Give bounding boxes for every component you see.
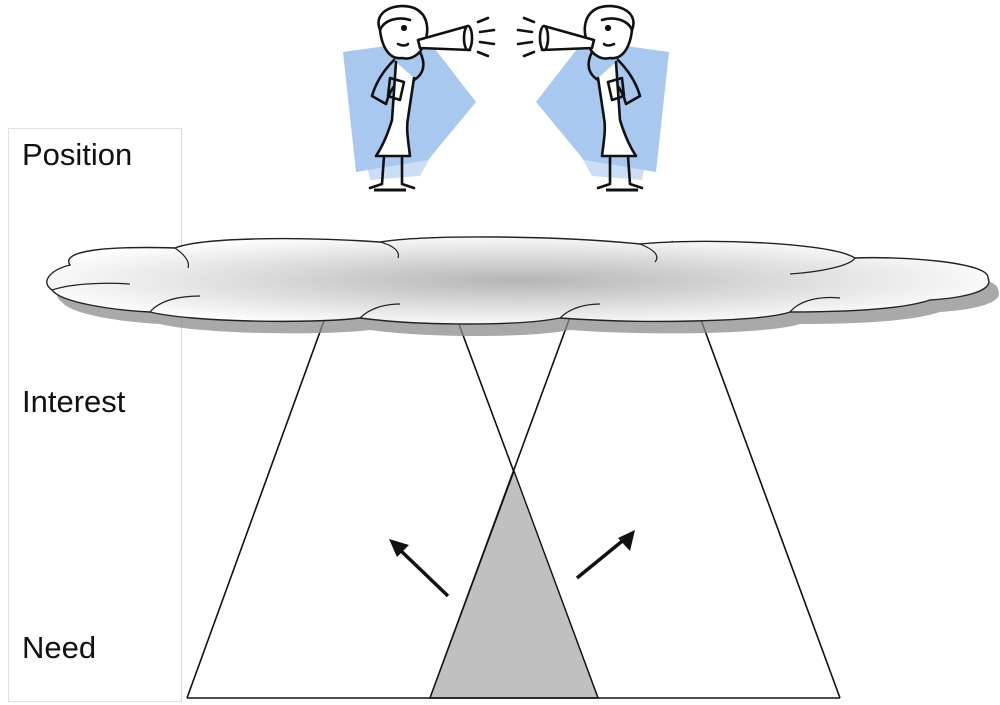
person-with-megaphone-right-icon <box>516 4 669 192</box>
level-label-panel <box>8 128 182 702</box>
level-label-interest: Interest <box>22 384 126 419</box>
arrow-up-left-icon <box>389 539 450 598</box>
cloud-icon <box>46 236 999 336</box>
level-label-need: Need <box>22 630 97 665</box>
arrow-up-right-icon <box>575 530 635 580</box>
level-label-position: Position <box>22 137 133 172</box>
person-with-megaphone-left-icon <box>343 4 496 192</box>
